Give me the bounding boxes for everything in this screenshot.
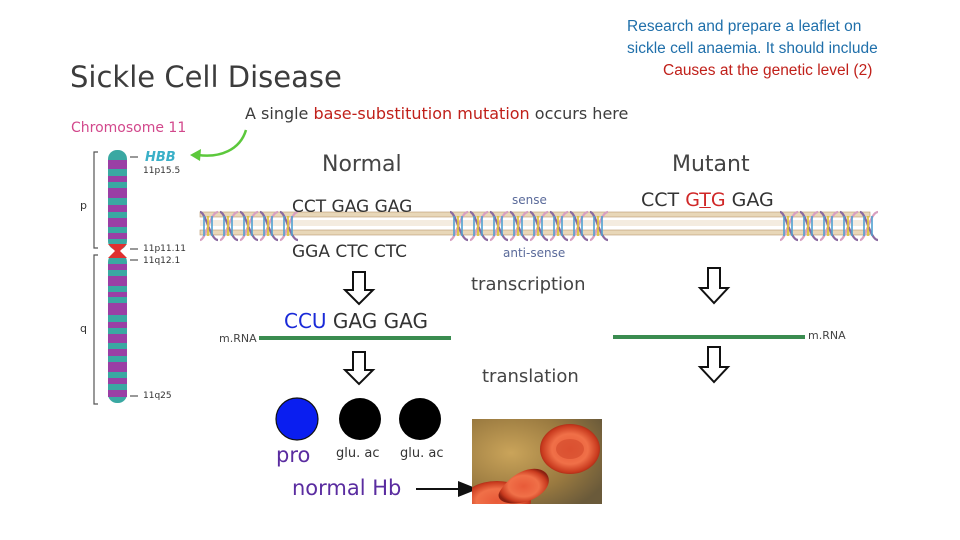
mrna-bar-mutant [613,335,805,339]
mutation-note-highlight: base-substitution mutation [313,104,530,123]
band-label-2: 11p11.11 [143,244,186,254]
normal-header: Normal [322,152,402,177]
mutation-note: A single base-substitution mutation occu… [245,104,628,123]
down-arrow-translation-mutant [697,346,731,384]
down-arrow-translation-normal [342,351,376,386]
band-label-3: 11q12.1 [143,256,181,266]
amino-acid-label-pro: pro [276,443,311,467]
antisense-label: anti-sense [503,246,566,260]
chromosome-11 [108,150,138,403]
mutant-header: Mutant [672,152,750,177]
chromosome-brackets [93,151,98,405]
amino-acid-glu-circle-2 [399,398,441,440]
mrna-rest: GAG GAG [326,309,428,333]
mutation-note-after: occurs here [529,104,629,123]
normal-antisense-sequence: GGA CTC CTC [292,242,408,262]
arm-label-p: p [80,199,87,212]
normal-sense-sequence: CCT GAG GAG [292,197,413,217]
mrna-label-normal: m.RNA [219,332,257,345]
chromosome-title: Chromosome 11 [71,120,187,136]
transcription-label: transcription [471,274,586,295]
mrna-label-mutant: m.RNA [808,329,846,342]
mutant-sense-sequence: CCT GTG GAG [641,189,774,211]
amino-acid-glu-circle-1 [339,398,381,440]
amino-acid-label-glu-2: glu. ac [400,446,444,461]
mutation-note-before: A single [245,104,314,123]
red-blood-cell-image [472,419,602,504]
mutant-seq-g: G [685,189,700,211]
task-line-3: Causes at the genetic level (2) [663,62,873,79]
band-label-4: 11q25 [143,391,172,401]
down-arrow-transcription-normal [342,271,376,306]
translation-label: translation [482,366,579,387]
mrna-bar-normal [259,336,451,340]
mutant-seq-g2: G [710,189,726,211]
page-title: Sickle Cell Disease [70,60,342,94]
amino-acid-pro-circle [275,397,319,441]
band-label-1: 11p15.5 [143,166,181,176]
mutant-seq-t: T [699,189,711,211]
normal-mrna-sequence: CCU GAG GAG [284,309,428,333]
mutant-seq-end: GAG [725,189,774,211]
mutant-seq-start: CCT [641,189,686,211]
gene-label-hbb: HBB [145,150,176,165]
arm-label-q: q [80,322,87,335]
mrna-codon-1: CCU [284,309,327,333]
pointer-arrow [197,129,248,157]
task-line-2: sickle cell anaemia. It should include [627,40,878,57]
task-line-1: Research and prepare a leaflet on [627,18,862,35]
amino-acid-label-glu-1: glu. ac [336,446,380,461]
sense-label: sense [512,193,547,207]
task-instructions: Research and prepare a leaflet on sickle… [627,16,878,82]
product-label: normal Hb [292,476,402,500]
dna-helix [199,210,879,242]
down-arrow-transcription-mutant [697,267,731,305]
